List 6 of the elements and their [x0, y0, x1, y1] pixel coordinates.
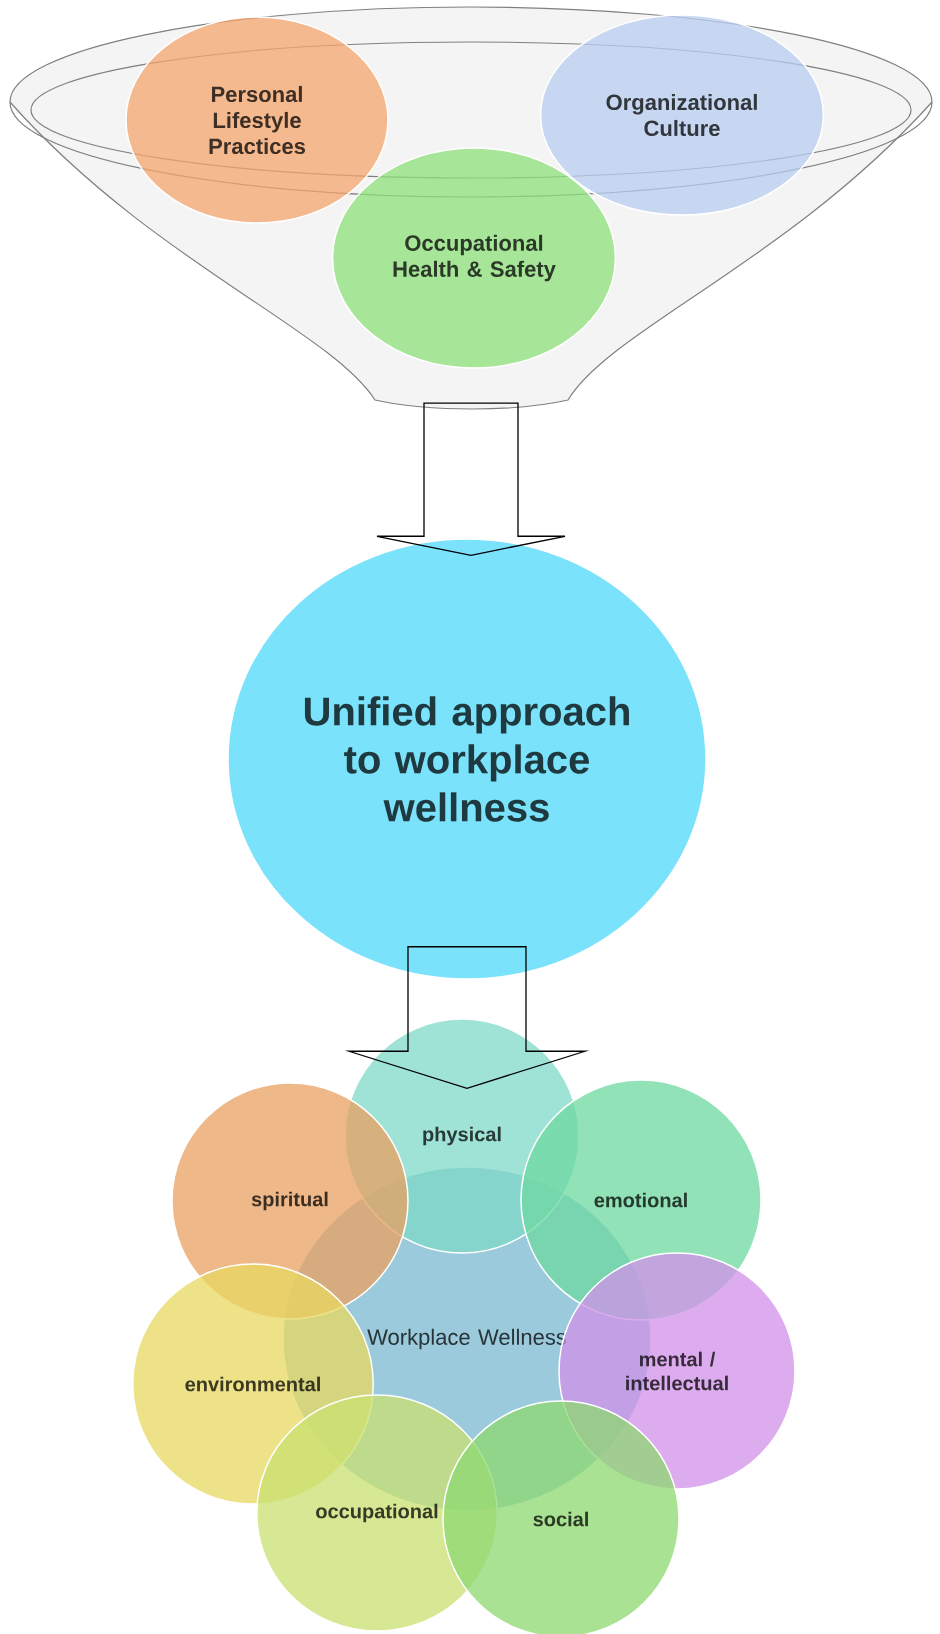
circle-node: Unified approach to workplace wellness	[227, 538, 707, 980]
circle-node: Occupational Health & Safety	[331, 147, 617, 369]
circle-node: Organizational Culture	[539, 14, 825, 216]
circle-node: social	[442, 1400, 680, 1634]
circle-node: Personal Lifestyle Practices	[125, 16, 389, 224]
block-arrow	[376, 402, 566, 556]
